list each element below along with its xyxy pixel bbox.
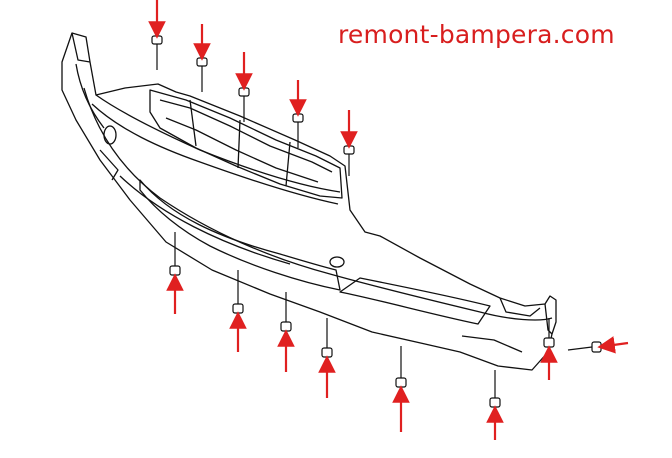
fastener-top-1	[151, 35, 163, 70]
side-screw	[567, 341, 602, 353]
arrow-side-1	[597, 336, 629, 354]
fastener-bottom-2	[232, 270, 244, 314]
fastener-bottom-4	[321, 318, 333, 358]
bottom-screws	[169, 232, 555, 408]
fastener-side-1	[567, 341, 602, 353]
site-watermark: remont-bampera.com	[338, 20, 615, 49]
fastener-bottom-1	[169, 232, 181, 276]
fastener-bottom-5	[395, 346, 407, 388]
fastener-bottom-6	[489, 370, 501, 408]
arrows	[148, 0, 629, 440]
fastener-bottom-3	[280, 292, 292, 332]
bumper-cover	[61, 32, 557, 371]
fastener-top-2	[196, 57, 208, 92]
